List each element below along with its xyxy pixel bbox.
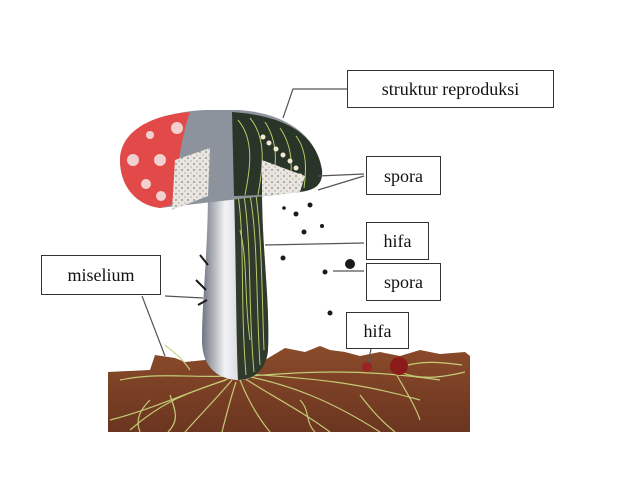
- gills-right: [262, 160, 305, 196]
- spore-bulb-large: [390, 357, 408, 375]
- label-spora-bottom: spora: [366, 263, 441, 301]
- gills-left: [172, 148, 210, 210]
- label-hifa-bottom: hifa: [346, 312, 409, 349]
- falling-spores: [280, 202, 355, 316]
- cap-spots: [127, 122, 183, 201]
- label-spora-top: spora: [366, 156, 441, 195]
- label-hifa-top: hifa: [366, 222, 429, 260]
- soil: [108, 346, 470, 432]
- stalk-shoot: [195, 254, 209, 306]
- gill-spores: [260, 134, 303, 179]
- stalk-hyphae: [237, 194, 265, 376]
- label-struktur-reproduksi: struktur reproduksi: [347, 70, 554, 108]
- leader-lines: [141, 88, 372, 364]
- spore-bulb-small: [362, 362, 372, 372]
- label-miselium: miselium: [41, 255, 161, 295]
- stalk-section: [234, 190, 269, 380]
- mycelium-roots: [109, 344, 466, 433]
